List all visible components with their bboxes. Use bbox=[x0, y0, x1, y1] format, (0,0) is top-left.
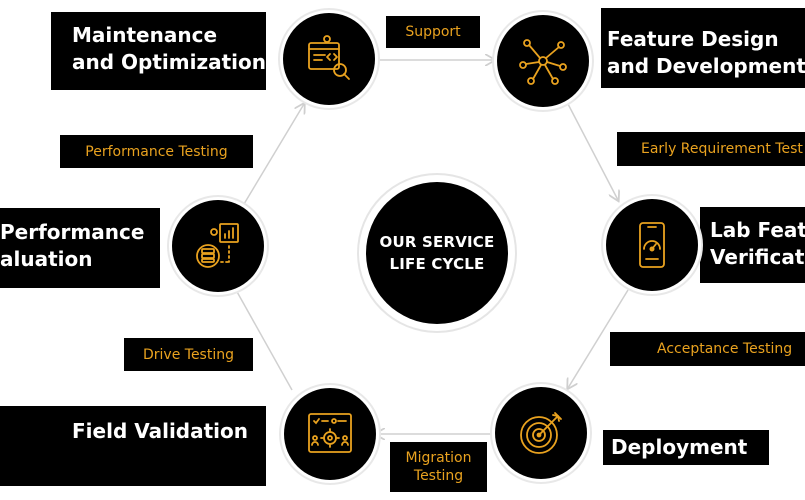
stage-title-line: Maintenance bbox=[72, 23, 218, 47]
transition-label-performance: Performance Testing bbox=[60, 135, 253, 168]
transition-label-text: Drive Testing bbox=[143, 346, 234, 363]
transition-label-text: Performance Testing bbox=[85, 143, 228, 160]
connector-field-perf bbox=[235, 289, 293, 391]
center-title-line: OUR SERVICE bbox=[379, 233, 495, 251]
transition-label-acceptance: Acceptance Testing bbox=[610, 332, 805, 366]
transition-label-migration: Migration Testing bbox=[390, 442, 487, 492]
stage-title-line: and Development bbox=[607, 54, 805, 78]
stage-title-line: Lab Feat bbox=[710, 218, 805, 242]
stage-title-feature-design: Feature Design and Development bbox=[601, 8, 805, 88]
transition-label-text: Testing bbox=[413, 468, 464, 484]
stage-node-maintenance bbox=[283, 13, 375, 105]
stage-title-line: and Optimization bbox=[72, 50, 266, 74]
phone-gauge-icon bbox=[639, 222, 665, 268]
center-title-line: LIFE CYCLE bbox=[389, 255, 485, 273]
stage-title-field-validation: Field Validation bbox=[0, 406, 266, 486]
stage-title-performance-eval: Performance aluation bbox=[0, 208, 160, 288]
stage-title-line: Deployment bbox=[611, 435, 748, 459]
stage-title-deployment: Deployment bbox=[603, 430, 769, 465]
stage-title-maintenance: Maintenance and Optimization bbox=[51, 12, 266, 90]
transition-label-text: Support bbox=[405, 24, 461, 40]
code-monitor-search-icon bbox=[308, 35, 350, 80]
transition-label-early-requirement: Early Requirement Test bbox=[617, 132, 805, 166]
stage-node-deployment bbox=[495, 387, 587, 479]
stage-node-performance-eval bbox=[172, 200, 264, 292]
transition-label-text: Acceptance Testing bbox=[657, 341, 793, 357]
gear-team-board-icon bbox=[308, 413, 352, 453]
server-chart-icon bbox=[196, 223, 239, 268]
stage-node-field-validation bbox=[284, 388, 376, 480]
connector-lab-deploy bbox=[568, 289, 629, 388]
stage-title-line: aluation bbox=[0, 247, 93, 271]
stage-title-line: Field Validation bbox=[72, 419, 249, 443]
stage-title-lab-feature: Lab Feat Verificat bbox=[700, 207, 805, 283]
stage-title-line: Feature Design bbox=[607, 27, 779, 51]
stage-title-line: Performance bbox=[0, 220, 145, 244]
transition-label-support: Support bbox=[386, 16, 480, 48]
stage-node-feature-design bbox=[497, 15, 589, 107]
target-arrow-icon bbox=[520, 412, 562, 454]
center-hub: OUR SERVICE LIFE CYCLE bbox=[366, 182, 508, 324]
connector-feature-lab bbox=[567, 103, 618, 200]
transition-label-text: Migration bbox=[405, 450, 472, 466]
transition-label-drive: Drive Testing bbox=[124, 338, 253, 371]
transition-label-text: Early Requirement Test bbox=[641, 141, 803, 157]
connector-perf-maint bbox=[243, 104, 304, 205]
network-node-icon bbox=[519, 39, 567, 85]
stage-node-lab-feature bbox=[606, 199, 698, 291]
stage-title-line: Verificat bbox=[710, 245, 805, 269]
